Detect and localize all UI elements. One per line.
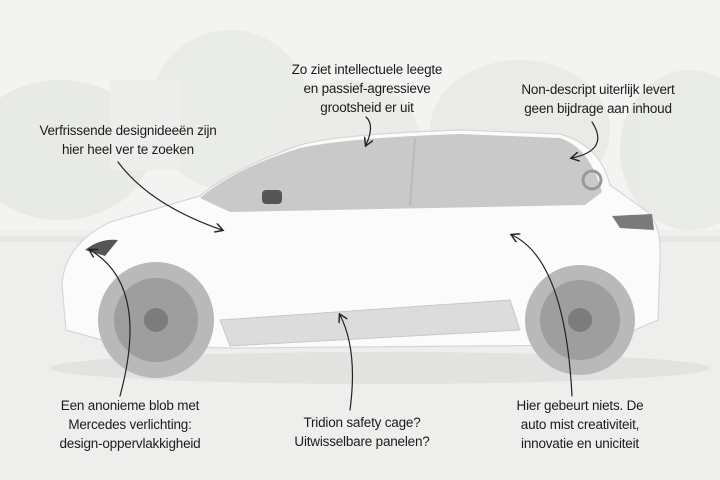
side-mirror	[262, 190, 282, 204]
arrow-to-cladding	[340, 315, 354, 411]
arrow-to-rear-door	[512, 235, 573, 397]
tail-light	[612, 214, 654, 230]
rear-badge	[581, 169, 603, 191]
note-nothing-happens: Hier gebeurt niets. De auto mist creativ…	[516, 398, 644, 451]
note-intellectual-emptiness: Zo ziet intellectuele leegte en passief-…	[291, 62, 443, 115]
front-wheel	[98, 262, 214, 378]
note-fresh-design: Verfrissende designideeën zijn hier heel…	[39, 123, 217, 157]
car-windows	[200, 134, 602, 212]
arrow-to-side	[117, 161, 222, 230]
background-trees	[0, 30, 720, 230]
arrow-to-rear	[572, 121, 599, 158]
note-tridion: Tridion safety cage? Uitwisselbare panel…	[294, 415, 430, 449]
lower-cladding	[219, 299, 521, 347]
rear-wheel	[525, 265, 635, 375]
note-nondescript: Non-descript uiterlijk levert geen bijdr…	[521, 82, 675, 116]
arrow-to-headlight	[90, 250, 131, 397]
arrow-to-roof	[366, 116, 371, 145]
note-anonymous-blob: Een anonieme blob met Mercedes verlichti…	[59, 398, 201, 451]
